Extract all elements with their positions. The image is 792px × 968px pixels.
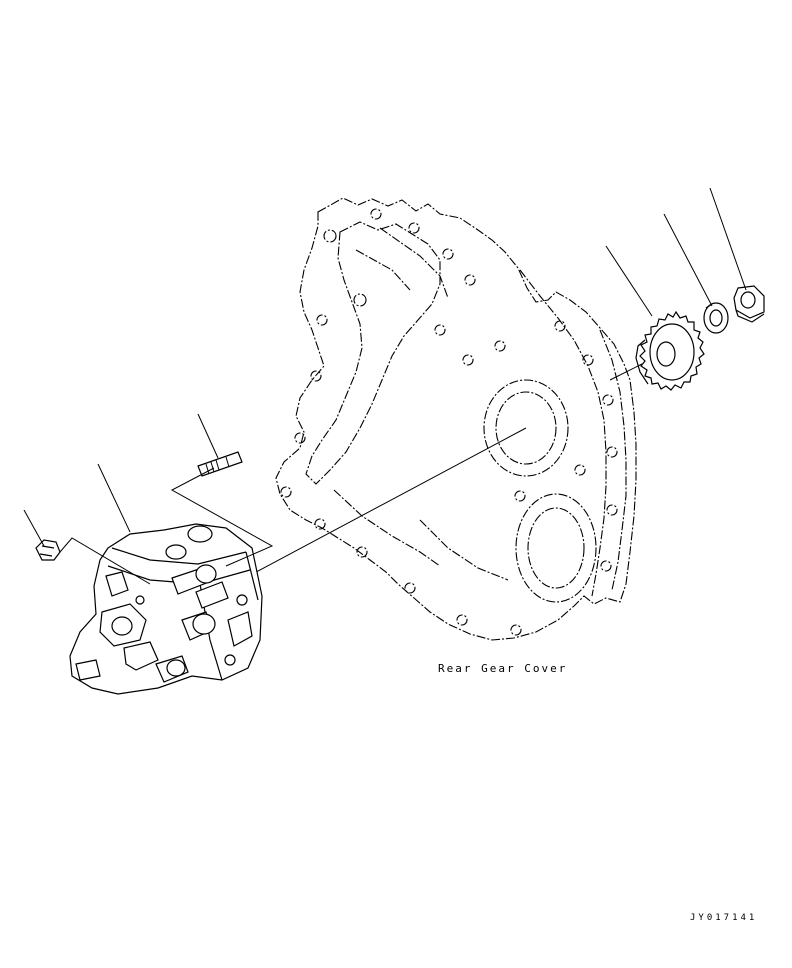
rear-gear-cover (275, 197, 637, 641)
fuel-supply-pump (69, 523, 263, 695)
fitting (35, 539, 61, 561)
rear-gear-cover-label: Rear Gear Cover (438, 662, 568, 675)
leader-lines (23, 187, 747, 585)
nut (733, 285, 765, 323)
assembly-centerline (229, 363, 643, 587)
stud (197, 451, 243, 477)
lock-washer (703, 302, 729, 334)
gear (635, 310, 705, 391)
figure-id-label: JY017141 (690, 913, 758, 923)
